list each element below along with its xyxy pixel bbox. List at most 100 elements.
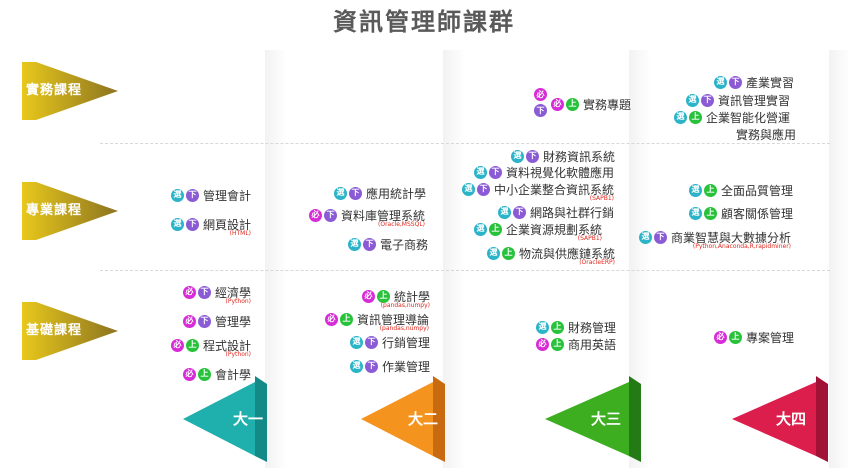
upper-semester-badge-icon: 上 — [186, 338, 199, 352]
course-name: 商業智慧與大數據分析 — [671, 230, 792, 245]
course-name: 管理學 — [215, 314, 252, 329]
course-item: 選上企業資源規劃系統(SAPB1) — [474, 221, 603, 242]
course-name: 企業智能化營運 — [706, 110, 791, 125]
elective-badge-icon: 選 — [350, 359, 363, 373]
elective-badge-icon: 選 — [474, 222, 487, 236]
course-note: (Python) — [225, 298, 252, 305]
course-name: 應用統計學 — [366, 186, 427, 201]
lower-semester-badge-icon: 下 — [324, 208, 337, 222]
lower-semester-badge-icon: 下 — [363, 237, 376, 251]
course-item: 選下產業實習 — [714, 74, 794, 90]
course-name: 網路與社群行銷 — [530, 205, 615, 220]
elective-badge-icon: 選 — [334, 186, 347, 200]
course-name: 中小企業整合資訊系統 — [494, 182, 615, 197]
required-badge-icon: 必 — [183, 285, 196, 299]
course-item: 選上企業智能化營運 — [674, 109, 790, 125]
category-practice: 實務課程 — [22, 62, 118, 120]
course-note: (HTML) — [229, 230, 252, 237]
course-name: 物流與供應鏈系統 — [519, 246, 616, 261]
course-note: (pandas,numpy) — [380, 302, 431, 309]
course-item: 必下經濟學(Python) — [183, 284, 252, 305]
required-badge-icon: 必 — [309, 208, 322, 222]
course-name: 電子商務 — [380, 237, 429, 252]
required-badge-icon: 必 — [171, 338, 184, 352]
row-separator — [100, 143, 830, 144]
course-item: 必上專案管理 — [714, 329, 794, 345]
course-name: 資訊管理實習 — [718, 93, 791, 108]
lower-semester-badge-icon: 下 — [365, 335, 378, 349]
course-note: (Python,Anaconda,R,rapidminer) — [692, 243, 792, 250]
elective-badge-icon: 選 — [462, 182, 475, 196]
required-badge-icon: 必 — [362, 289, 375, 303]
elective-badge-icon: 選 — [639, 230, 652, 244]
course-item: 選下資訊管理實習 — [686, 92, 790, 108]
category-label: 專業課程 — [26, 203, 83, 218]
elective-badge-icon: 選 — [689, 206, 702, 220]
lower-semester-badge-icon: 下 — [513, 205, 526, 219]
course-item: 必下管理學 — [183, 313, 251, 329]
year-4: 大四 — [732, 376, 828, 462]
elective-badge-icon: 選 — [487, 246, 500, 260]
lower-semester-badge-icon: 下 — [365, 359, 378, 373]
course-item: 選下應用統計學 — [334, 185, 426, 201]
lower-semester-badge-icon: 下 — [526, 149, 539, 163]
course-item: 必上實務專題 — [551, 96, 631, 112]
lower-semester-badge-icon: 下 — [729, 75, 742, 89]
course-name: 實務專題 — [583, 97, 632, 112]
upper-semester-badge-icon: 上 — [198, 367, 211, 381]
course-item: 選下網頁設計(HTML) — [171, 216, 252, 237]
year-label: 大一 — [233, 410, 264, 428]
lower-semester-badge-icon: 下 — [701, 93, 714, 107]
required-badge-icon: 必 — [536, 337, 549, 351]
course-note: (SAPB1) — [577, 235, 603, 242]
lower-semester-badge-icon: 下 — [477, 182, 490, 196]
course-item: 選下管理會計 — [171, 187, 251, 203]
elective-badge-icon: 選 — [171, 188, 184, 202]
elective-badge-icon: 選 — [350, 335, 363, 349]
course-name: 企業資源規劃系統 — [506, 222, 603, 237]
upper-semester-badge-icon: 上 — [340, 312, 353, 326]
required-badge-icon: 必 — [183, 314, 196, 328]
course-item: 必上統計學(pandas,numpy) — [362, 288, 430, 309]
lower-semester-badge-icon: 下 — [198, 285, 211, 299]
course-item: 實務與應用 — [734, 126, 796, 142]
category-professional: 專業課程 — [22, 182, 118, 240]
lower-semester-badge-icon: 下 — [198, 314, 211, 328]
elective-badge-icon: 選 — [674, 110, 687, 124]
course-item: 必上程式設計(Python) — [171, 337, 252, 358]
course-item: 選上財務管理 — [536, 319, 616, 335]
course-name: 財務管理 — [568, 320, 617, 335]
course-item: 必上商用英語 — [536, 336, 616, 352]
row-separator — [100, 270, 830, 271]
lower-semester-badge-icon: 下 — [186, 217, 199, 231]
lower-semester-badge-icon: 下 — [186, 188, 199, 202]
required-badge-icon: 必 — [551, 97, 564, 111]
upper-semester-badge-icon: 上 — [551, 320, 564, 334]
course-name: 資料視覺化軟體應用 — [506, 165, 615, 180]
course-note: (pandas,numpy) — [379, 325, 430, 332]
year-label: 大四 — [776, 410, 807, 428]
lower-semester-badge-icon: 下 — [534, 104, 547, 117]
lower-semester-badge-icon: 下 — [489, 165, 502, 179]
elective-badge-icon: 選 — [171, 217, 184, 231]
upper-semester-badge-icon: 上 — [729, 330, 742, 344]
course-name: 作業管理 — [382, 359, 431, 374]
elective-badge-icon: 選 — [511, 149, 524, 163]
course-item: 選下行銷管理 — [350, 334, 430, 350]
course-name: 經濟學 — [215, 285, 252, 300]
course-name: 會計學 — [215, 367, 252, 382]
lower-semester-badge-icon: 下 — [349, 186, 362, 200]
course-name: 網頁設計 — [203, 217, 252, 232]
course-item: 必下資料庫管理系統(Oracle,MSSQL) — [309, 207, 426, 228]
upper-semester-badge-icon: 上 — [489, 222, 502, 236]
year-3: 大三 — [545, 376, 641, 462]
category-basic: 基礎課程 — [22, 302, 118, 360]
category-label: 實務課程 — [26, 83, 83, 98]
column-edge — [829, 50, 848, 468]
course-item: 選上物流與供應鏈系統(OracleERP) — [487, 245, 616, 266]
course-name: 資料庫管理系統 — [341, 208, 426, 223]
elective-badge-icon: 選 — [474, 165, 487, 179]
course-name: 程式設計 — [203, 338, 252, 353]
elective-badge-icon: 選 — [348, 237, 361, 251]
required-badge-icon: 必 — [183, 367, 196, 381]
